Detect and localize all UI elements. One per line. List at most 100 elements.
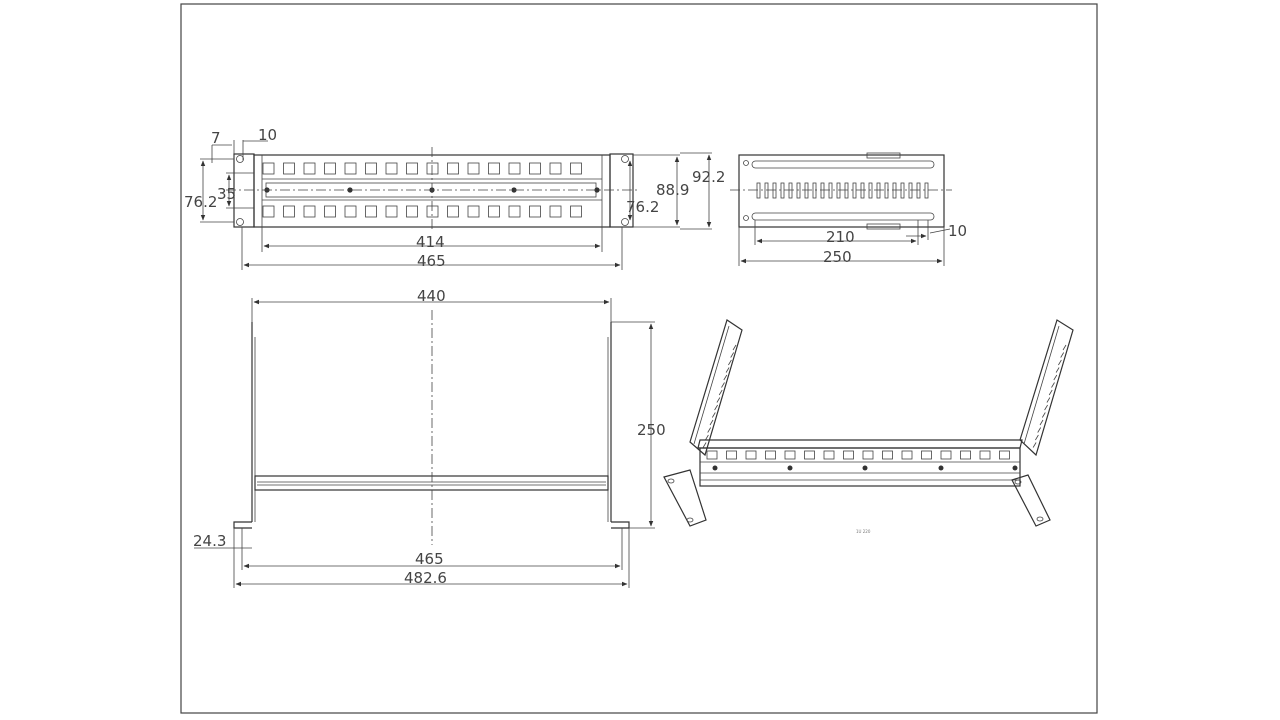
wall-slot bbox=[1060, 352, 1065, 358]
dim-10-side: 10 bbox=[948, 222, 967, 240]
iso-left-ear bbox=[663, 469, 707, 527]
square-cutout bbox=[999, 450, 1010, 460]
wall-slot bbox=[709, 419, 714, 426]
wall-slot bbox=[1051, 382, 1055, 388]
vent-slot bbox=[828, 182, 833, 199]
iso-rail-face bbox=[699, 447, 1021, 487]
square-cutout bbox=[426, 205, 439, 218]
square-cutout bbox=[467, 205, 480, 218]
vent-slot bbox=[764, 182, 769, 199]
rivet bbox=[787, 465, 793, 471]
dim-250-side: 250 bbox=[823, 248, 852, 266]
vent-slot bbox=[892, 182, 897, 199]
square-cutout bbox=[303, 205, 316, 218]
wall-slot bbox=[1062, 344, 1067, 351]
square-cutout bbox=[940, 450, 952, 460]
dim-76-2-left: 76.2 bbox=[184, 193, 217, 211]
wall-slot bbox=[702, 442, 707, 448]
vent-slot bbox=[756, 182, 761, 199]
vent-slot bbox=[796, 182, 801, 199]
wall-slot bbox=[1058, 359, 1062, 366]
wall-slot bbox=[1041, 412, 1046, 418]
wall-slot bbox=[1035, 434, 1039, 441]
rivet bbox=[712, 465, 718, 471]
wall-slot bbox=[705, 434, 709, 441]
square-cutout bbox=[960, 450, 971, 460]
mount-hole bbox=[1036, 516, 1044, 522]
square-cutout bbox=[488, 162, 500, 175]
vent-slot bbox=[820, 182, 825, 199]
vent-slot bbox=[780, 182, 785, 199]
square-cutout bbox=[365, 162, 377, 175]
front-bottom-cutout-row bbox=[262, 205, 582, 218]
isometric-view: 1U 220 bbox=[663, 319, 1074, 534]
square-cutout bbox=[344, 162, 357, 175]
dim-210: 210 bbox=[826, 228, 855, 246]
side-panel-body bbox=[738, 154, 945, 228]
square-cutout bbox=[549, 162, 562, 175]
square-cutout bbox=[570, 162, 582, 175]
vent-slot bbox=[812, 182, 817, 199]
square-cutout bbox=[324, 162, 336, 175]
wall-slot bbox=[1044, 404, 1048, 411]
side-tab-top bbox=[866, 152, 901, 159]
vent-slot bbox=[836, 182, 841, 199]
mount-hole bbox=[621, 155, 629, 163]
iso-left-wall bbox=[689, 319, 743, 457]
mount-hole bbox=[743, 160, 749, 166]
square-cutout bbox=[365, 205, 377, 218]
dim-92-2: 92.2 bbox=[692, 168, 725, 186]
wall-slot bbox=[1048, 389, 1053, 396]
rivet bbox=[347, 187, 353, 193]
side-tab-bottom bbox=[866, 223, 901, 230]
square-cutout bbox=[426, 162, 439, 175]
mount-hole bbox=[621, 218, 629, 226]
mount-hole bbox=[686, 517, 694, 523]
wall-slot bbox=[1037, 427, 1042, 433]
dim-76-2-right: 76.2 bbox=[626, 198, 659, 216]
square-cutout bbox=[303, 162, 316, 175]
dim-250-top: 250 bbox=[637, 421, 666, 439]
rivet bbox=[594, 187, 600, 193]
wall-slot bbox=[707, 427, 712, 433]
wall-slot bbox=[711, 412, 716, 418]
iso-caption: 1U 220 bbox=[856, 529, 871, 534]
square-cutout bbox=[262, 162, 275, 175]
dim-482-6: 482.6 bbox=[404, 569, 447, 587]
drawing-border bbox=[180, 3, 1098, 714]
iso-right-ear bbox=[1011, 474, 1051, 527]
vent-slot bbox=[924, 182, 929, 199]
square-cutout bbox=[549, 205, 562, 218]
square-cutout bbox=[726, 450, 737, 460]
square-cutout bbox=[406, 162, 418, 175]
square-cutout bbox=[765, 450, 776, 460]
square-cutout bbox=[784, 450, 796, 460]
top-right-foot bbox=[611, 521, 630, 529]
rivet bbox=[1012, 465, 1018, 471]
iso-right-wall-slots bbox=[1032, 344, 1067, 448]
square-cutout bbox=[283, 162, 295, 175]
wall-slot bbox=[716, 397, 721, 403]
iso-right-wall bbox=[1019, 319, 1074, 457]
wall-slot bbox=[1032, 442, 1037, 448]
top-front-rail bbox=[254, 475, 609, 491]
dim-35: 35 bbox=[217, 185, 236, 203]
mount-hole bbox=[1014, 479, 1022, 485]
square-cutout bbox=[843, 450, 854, 460]
dim-88-9: 88.9 bbox=[656, 181, 689, 199]
wall-slot bbox=[728, 359, 732, 366]
vent-slot bbox=[900, 182, 905, 199]
wall-slot bbox=[1053, 374, 1058, 381]
wall-slot bbox=[725, 367, 730, 373]
rivet bbox=[862, 465, 868, 471]
dim-465-top: 465 bbox=[415, 550, 444, 568]
iso-rail-top bbox=[697, 439, 1023, 449]
square-cutout bbox=[979, 450, 991, 460]
square-cutout bbox=[262, 205, 275, 218]
square-cutout bbox=[706, 450, 718, 460]
square-cutout bbox=[529, 205, 541, 218]
square-cutout bbox=[862, 450, 874, 460]
wall-slot bbox=[723, 374, 728, 381]
wall-slot bbox=[1055, 367, 1060, 373]
